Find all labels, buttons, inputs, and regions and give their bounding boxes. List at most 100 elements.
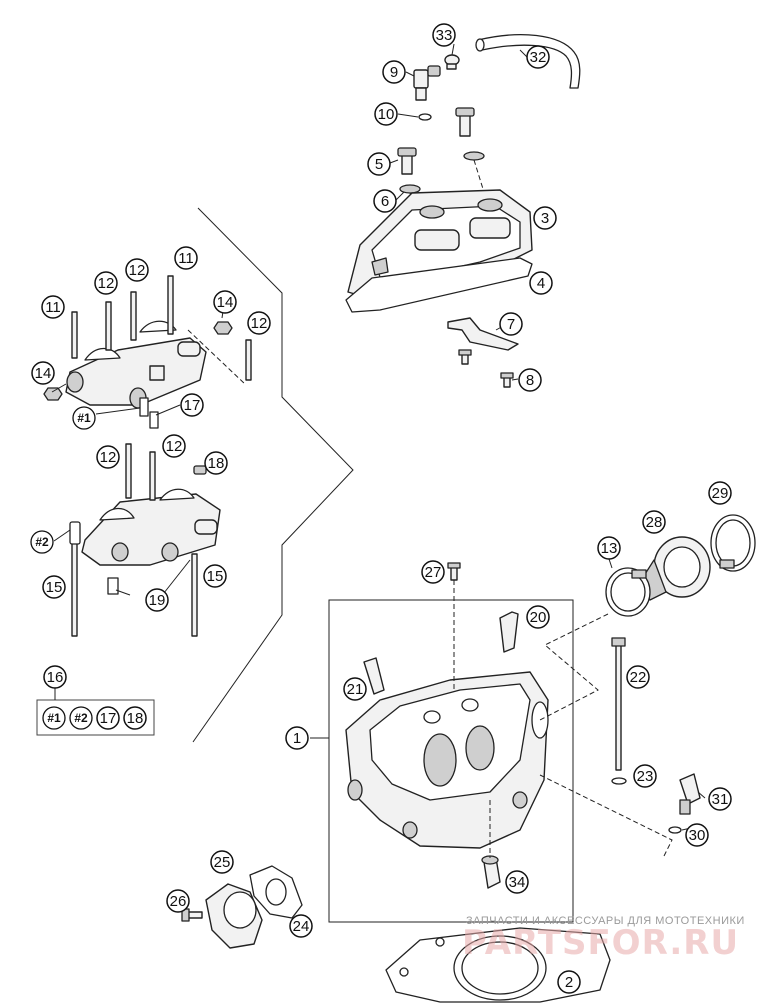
callout-31: 31 — [708, 787, 732, 811]
svg-text:12: 12 — [100, 449, 117, 466]
callout-8: 8 — [518, 368, 542, 392]
cylinder-head — [345, 671, 549, 849]
callout-2: 2 — [557, 970, 581, 994]
callout-1: 1 — [285, 726, 309, 750]
svg-text:19: 19 — [149, 592, 166, 609]
svg-text:13: 13 — [601, 540, 618, 557]
callout-19: 19 — [145, 588, 169, 612]
svg-text:8: 8 — [526, 372, 534, 389]
bracket-screws — [458, 349, 514, 388]
watermark-logo: PARTSFOR.RU — [462, 923, 739, 963]
cylinder-head-frame — [328, 599, 574, 923]
exhaust-flange — [205, 883, 263, 949]
callout-9: 9 — [382, 60, 406, 84]
valve-cover-gasket — [345, 257, 533, 313]
cap-nuts — [43, 321, 233, 401]
callout-29: 29 — [708, 481, 732, 505]
sleeve-hash2 — [69, 521, 81, 545]
callout-11-upper-right: 11 — [174, 246, 198, 270]
callout-12-e: 12 — [162, 434, 186, 458]
callout-15-right: 15 — [203, 564, 227, 588]
svg-text:4: 4 — [537, 275, 545, 292]
cylinder-head-gasket — [385, 927, 611, 1003]
valve-guide-intake — [363, 657, 385, 695]
callout-12-b: 12 — [125, 258, 149, 282]
svg-text:#2: #2 — [35, 535, 49, 549]
group-boundary-line — [192, 207, 354, 743]
callout-5: 5 — [367, 152, 391, 176]
callout-4: 4 — [529, 271, 553, 295]
watermark-tagline: ЗАПЧАСТИ И АКСЕССУАРЫ ДЛЯ МОТОТЕХНИКИ — [466, 915, 745, 927]
flange-screw — [181, 908, 203, 922]
svg-text:2: 2 — [565, 974, 573, 991]
hose-clamp-small — [605, 567, 651, 617]
callout-20: 20 — [526, 605, 550, 629]
dowel-pin-lower — [107, 577, 119, 595]
kit-item-17: 17 — [96, 706, 120, 730]
callout-12-a: 12 — [94, 271, 118, 295]
callout-21: 21 — [343, 677, 367, 701]
svg-text:1: 1 — [293, 730, 301, 747]
svg-text:11: 11 — [178, 250, 194, 267]
head-screw — [447, 562, 461, 581]
kit-item-hash2: #2 — [69, 706, 93, 730]
callout-11-left: 11 — [41, 295, 65, 319]
svg-text:12: 12 — [129, 262, 146, 279]
svg-text:12: 12 — [166, 438, 183, 455]
callout-28: 28 — [642, 510, 666, 534]
svg-text:34: 34 — [509, 874, 526, 891]
sensor-seal — [668, 826, 682, 834]
callout-12-d: 12 — [96, 445, 120, 469]
svg-text:#2: #2 — [74, 711, 88, 725]
cap-bolts-upper — [71, 275, 252, 381]
o-ring-washer — [418, 113, 432, 121]
callout-14-right: 14 — [213, 290, 237, 314]
svg-text:31: 31 — [712, 791, 729, 808]
svg-text:32: 32 — [530, 49, 547, 66]
stud-washer — [611, 777, 627, 785]
callout-25: 25 — [210, 850, 234, 874]
callout-13: 13 — [597, 536, 621, 560]
svg-text:12: 12 — [251, 315, 268, 332]
svg-text:12: 12 — [98, 275, 115, 292]
callout-33: 33 — [432, 23, 456, 47]
callout-hash1: #1 — [72, 406, 96, 430]
callout-34: 34 — [505, 870, 529, 894]
camshaft-bearing-cap-lower — [81, 488, 221, 566]
callout-17: 17 — [180, 393, 204, 417]
svg-text:30: 30 — [689, 827, 706, 844]
svg-text:17: 17 — [184, 397, 201, 414]
svg-text:28: 28 — [646, 514, 663, 531]
svg-text:25: 25 — [214, 854, 231, 871]
svg-text:26: 26 — [170, 893, 187, 910]
kit-item-hash1: #1 — [42, 706, 66, 730]
svg-text:7: 7 — [507, 316, 515, 333]
svg-text:#1: #1 — [47, 711, 61, 725]
svg-text:18: 18 — [127, 710, 144, 727]
svg-text:24: 24 — [293, 918, 310, 935]
valve-cover-bolts — [397, 107, 475, 175]
bolt-seal-1 — [399, 184, 421, 194]
hose-clamp-large — [710, 514, 756, 572]
callout-23: 23 — [633, 764, 657, 788]
callout-24: 24 — [289, 914, 313, 938]
callout-12-c: 12 — [247, 311, 271, 335]
plug-screw — [193, 465, 207, 475]
callout-14-left: 14 — [31, 361, 55, 385]
callout-3: 3 — [533, 206, 557, 230]
svg-text:23: 23 — [637, 768, 654, 785]
bracket-clip — [447, 317, 519, 351]
svg-text:27: 27 — [425, 564, 442, 581]
svg-text:33: 33 — [436, 27, 453, 44]
svg-text:5: 5 — [375, 156, 383, 173]
callout-6: 6 — [373, 189, 397, 213]
svg-text:3: 3 — [541, 210, 549, 227]
cap-bolts-lower — [71, 443, 198, 637]
svg-text:18: 18 — [208, 455, 225, 472]
svg-text:29: 29 — [712, 485, 729, 502]
spark-plug-sleeve — [481, 855, 501, 889]
svg-text:22: 22 — [630, 669, 647, 686]
callout-22: 22 — [626, 665, 650, 689]
callout-16: 16 — [43, 665, 67, 689]
